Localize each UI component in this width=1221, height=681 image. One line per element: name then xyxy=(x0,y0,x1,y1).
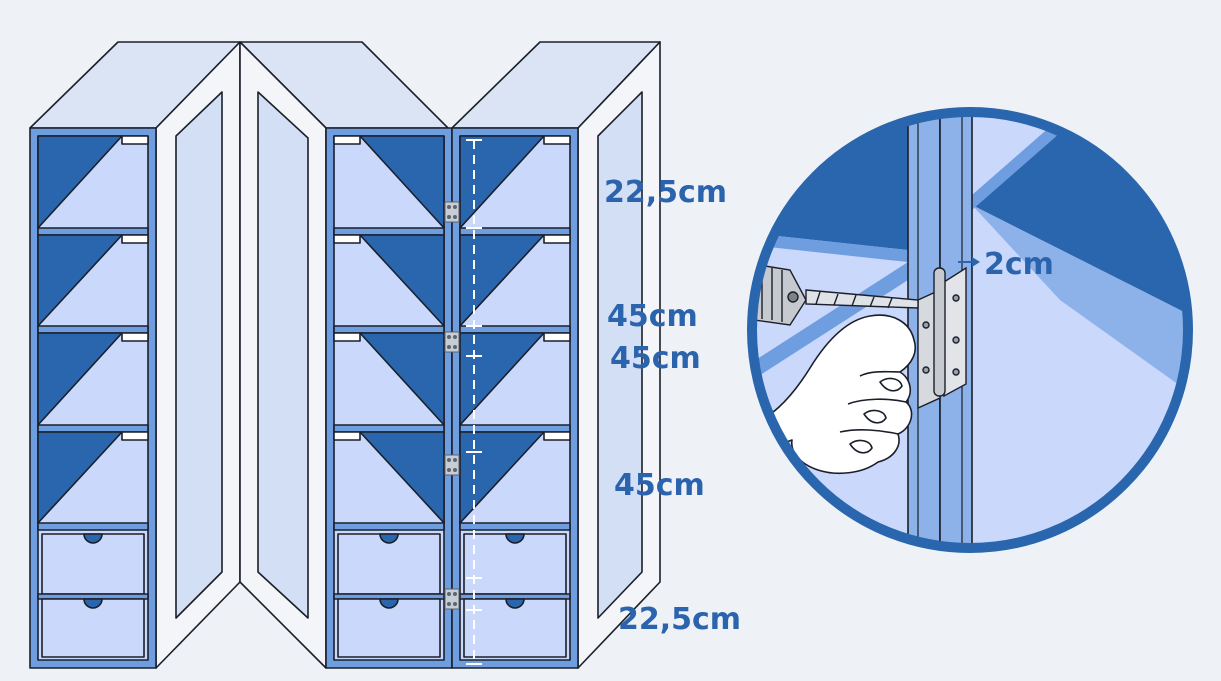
dimension-label-mid-3: 45cm xyxy=(614,468,705,503)
right-cabinet-drawers xyxy=(459,533,571,658)
left-cabinet xyxy=(29,41,241,669)
hinge-icon xyxy=(444,454,460,476)
zoom-detail: 2cm xyxy=(747,107,1193,553)
dimension-label-mid-1: 45cm xyxy=(607,299,698,334)
hinge-icon xyxy=(444,331,460,353)
hinge-icon xyxy=(917,266,967,410)
dimension-label-mid-2: 45cm xyxy=(610,341,701,376)
left-cabinet-shelves xyxy=(37,135,149,531)
center-cabinet-shelves xyxy=(333,135,445,531)
hinge-measure-line xyxy=(466,139,482,665)
hinge-offset-annotation: 2cm xyxy=(958,247,1054,282)
dimension-label-top: 22,5cm xyxy=(604,175,727,210)
center-cabinet xyxy=(325,127,453,669)
hinges xyxy=(444,201,460,610)
center-cabinet-drawers xyxy=(333,533,445,658)
hinge-offset-label: 2cm xyxy=(984,247,1054,282)
left-cabinet-drawers xyxy=(37,533,149,658)
dimension-label-bottom: 22,5cm xyxy=(618,602,741,637)
hinge-icon xyxy=(444,201,460,223)
hinge-icon xyxy=(444,588,460,610)
